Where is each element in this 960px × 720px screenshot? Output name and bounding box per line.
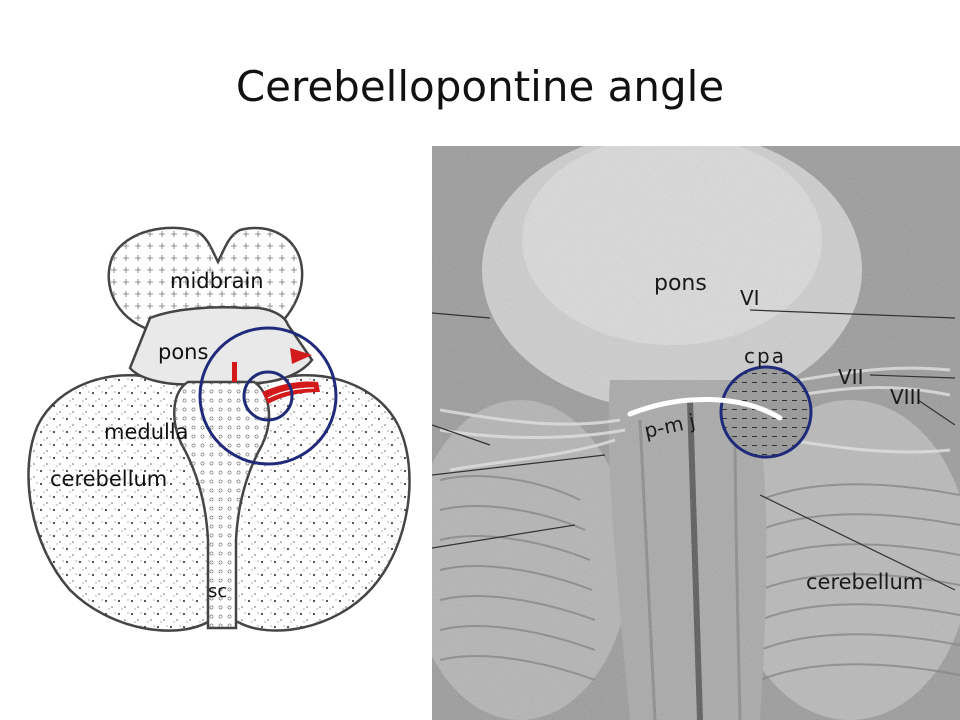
anatomical-photo: pons VI cpa VII VIII p-m j cerebellum — [432, 146, 960, 720]
nerve-vi-stub — [232, 362, 237, 382]
nerve-v-stub — [290, 348, 312, 364]
label-spinal-cord: sc — [208, 581, 227, 602]
pontomedullary-junction-line — [627, 396, 783, 421]
label-cerebellum-photo: cerebellum — [806, 570, 923, 594]
label-cn-viii: VIII — [890, 385, 921, 409]
label-cerebellum-schematic: cerebellum — [50, 467, 167, 491]
label-cn-vii: VII — [838, 365, 863, 389]
leader-lines — [432, 309, 956, 591]
cpa-photo-circle — [719, 365, 813, 459]
slide-title: Cerebellopontine angle — [235, 62, 725, 111]
label-medulla: medulla — [104, 420, 189, 444]
cpa-inner-circle — [242, 370, 294, 422]
label-cpa: cpa — [744, 344, 786, 368]
label-cn-vi: VI — [740, 286, 760, 310]
brainstem-schematic: midbrain pons medulla cerebellum sc — [27, 226, 411, 632]
label-pons-schematic: pons — [158, 340, 208, 364]
cpa-outer-circle — [198, 326, 338, 466]
label-midbrain: midbrain — [170, 269, 264, 293]
label-pons-photo: pons — [654, 271, 707, 296]
